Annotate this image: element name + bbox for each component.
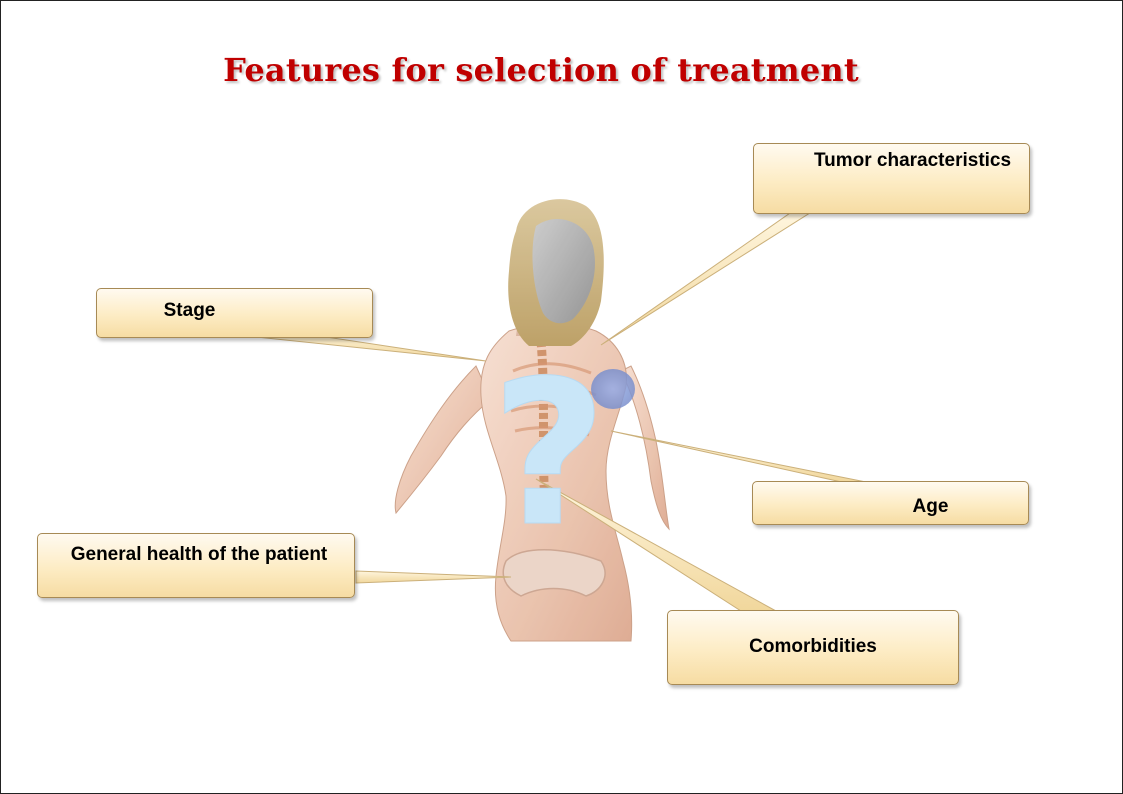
callout-tumor-label: Tumor characteristics — [802, 150, 1023, 172]
callout-comorbidities: Comorbidities — [667, 610, 959, 685]
callout-general-health-label: General health of the patient — [56, 544, 342, 566]
pointer-tumor — [601, 211, 813, 345]
callout-stage-label: Stage — [97, 300, 282, 322]
callout-stage: Stage — [96, 288, 373, 338]
callout-age-label: Age — [833, 496, 1028, 518]
callout-age: Age — [752, 481, 1029, 525]
question-mark: ? — [491, 338, 607, 571]
callout-general-health: General health of the patient — [37, 533, 355, 598]
callout-tumor-characteristics: Tumor characteristics — [753, 143, 1030, 214]
callout-comorbidities-label: Comorbidities — [668, 636, 958, 658]
pointer-general-health — [356, 571, 511, 583]
